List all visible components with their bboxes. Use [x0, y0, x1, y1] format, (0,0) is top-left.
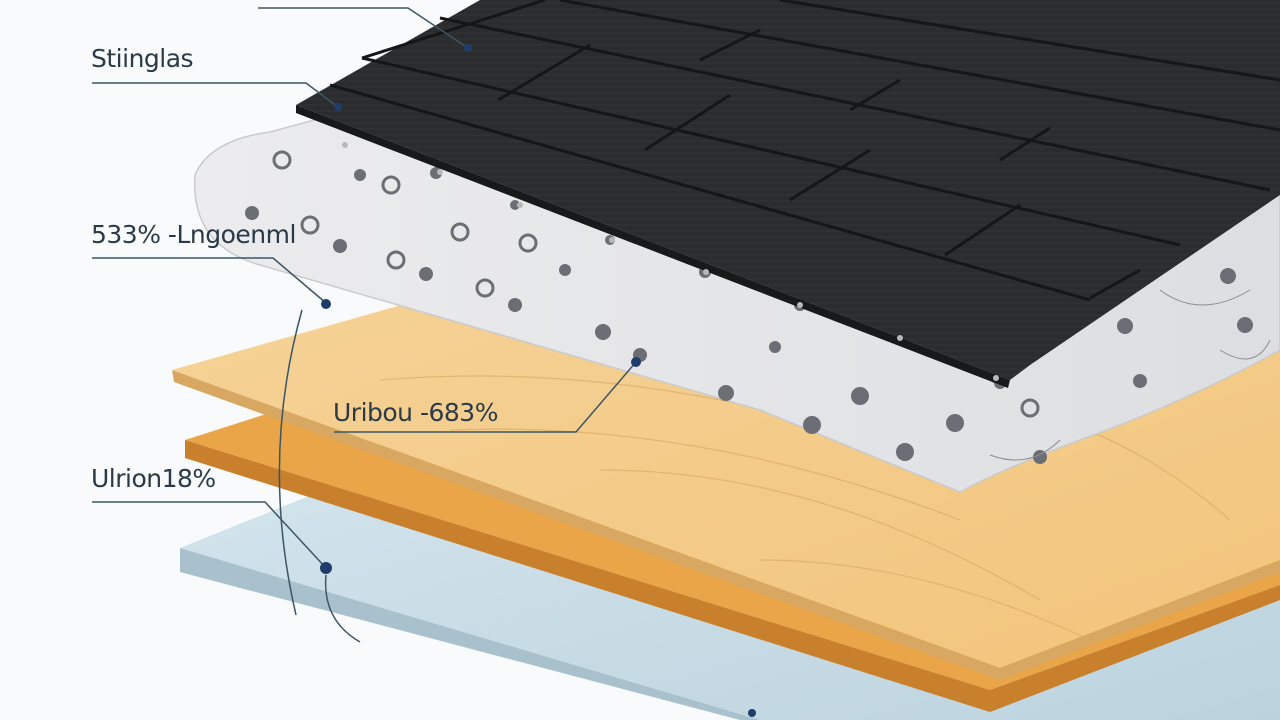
callout-label-underlayment: 533% -Lngoenml: [91, 220, 296, 249]
base-slab-edge: [180, 548, 760, 720]
leader-line-deck: [334, 361, 637, 433]
underlayment-scribbles: [989, 289, 1271, 461]
shingles-left-strip: [296, 105, 1010, 388]
callout-label-shingles: Stiinglas: [91, 44, 194, 73]
leader-line-base: [92, 501, 327, 569]
callout-dots: [320, 44, 756, 717]
wood-grain: [379, 375, 1231, 641]
leader-line-top: [258, 7, 469, 49]
callout-label-base: Ulrion18%: [91, 464, 216, 493]
shingle-nails: [342, 142, 999, 381]
shingle-tab-cuts: [497, 28, 1141, 300]
leader-curve: [278, 309, 361, 643]
callout-label-deck: Uribou -683%: [333, 398, 498, 427]
shingle-course-lines: [329, 0, 1280, 302]
shingles-layer: [296, 0, 1280, 388]
leader-line-shingles: [92, 82, 339, 108]
underlayment-dots: [245, 167, 1253, 464]
leader-line-underlayment: [92, 257, 327, 304]
callout-leaders: [92, 7, 637, 643]
underlayment-rings: [272, 150, 1040, 418]
